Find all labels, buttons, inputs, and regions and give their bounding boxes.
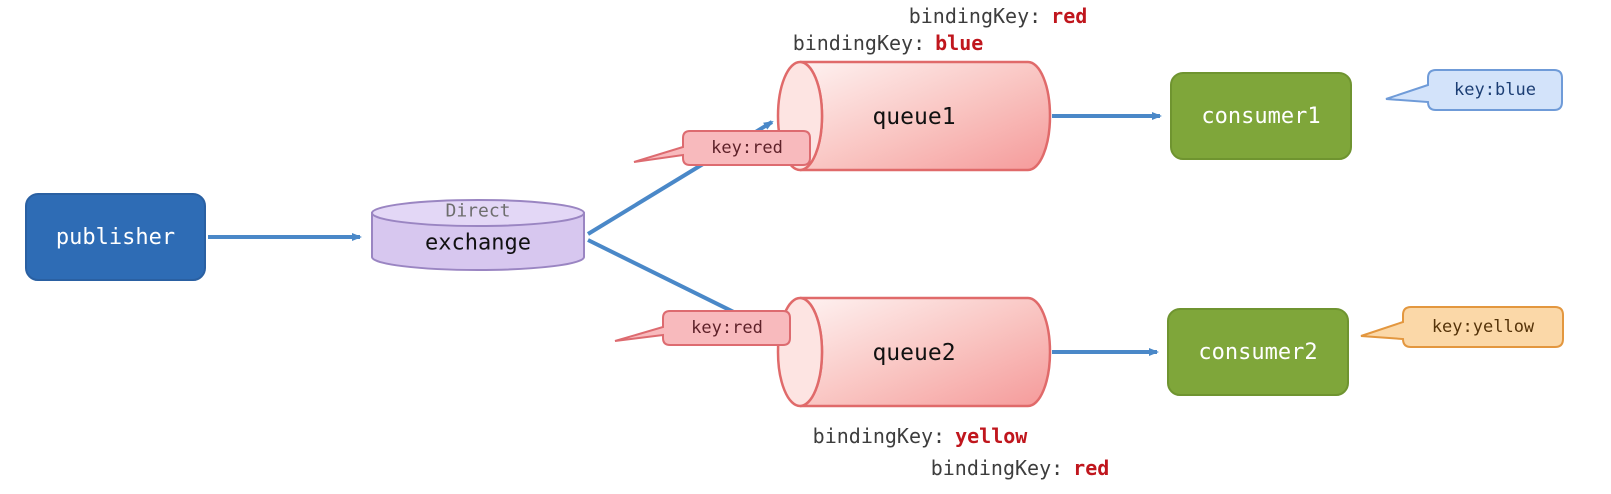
exchange-label: exchange <box>425 230 531 256</box>
binding-key-prefix: bindingKey: <box>930 456 1064 480</box>
routing-key-tag-queue1-label: key:red <box>711 138 783 158</box>
binding-annotation-queue2-red: bindingKey: red <box>931 456 1110 480</box>
key-bubble-consumer1-label: key:blue <box>1454 80 1536 100</box>
binding-key-value: yellow <box>955 424 1028 448</box>
binding-key-value: red <box>1051 4 1088 28</box>
binding-key-prefix: bindingKey: <box>908 4 1042 28</box>
binding-annotation-queue1-blue: bindingKey: blue <box>793 31 984 55</box>
binding-annotation-queue2-yellow: bindingKey: yellow <box>813 424 1028 448</box>
consumer1-node: consumer1 <box>1170 72 1352 160</box>
key-bubble-consumer2-label: key:yellow <box>1431 317 1535 337</box>
routing-key-tag-queue2 <box>614 310 791 346</box>
consumer2-label: consumer2 <box>1198 339 1318 365</box>
binding-key-value: red <box>1073 456 1110 480</box>
consumer2-node: consumer2 <box>1167 308 1349 396</box>
publisher-node: publisher <box>25 193 206 281</box>
binding-key-value: blue <box>935 31 984 55</box>
exchange-kind-label: Direct <box>445 200 511 222</box>
key-bubble-consumer1 <box>1385 69 1563 111</box>
binding-key-prefix: bindingKey: <box>792 31 926 55</box>
binding-key-prefix: bindingKey: <box>812 424 946 448</box>
key-bubble-consumer2 <box>1360 306 1564 348</box>
routing-key-tag-queue1 <box>633 130 811 166</box>
binding-annotation-queue1-red: bindingKey: red <box>909 4 1088 28</box>
queue2-label: queue2 <box>872 340 956 366</box>
publisher-label: publisher <box>55 224 176 250</box>
exchange-cylinder-top <box>371 199 585 227</box>
consumer1-label: consumer1 <box>1201 103 1321 129</box>
routing-key-tag-queue2-label: key:red <box>691 318 763 338</box>
queue1-label: queue1 <box>872 104 956 130</box>
exchange-cylinder-body <box>371 212 585 271</box>
